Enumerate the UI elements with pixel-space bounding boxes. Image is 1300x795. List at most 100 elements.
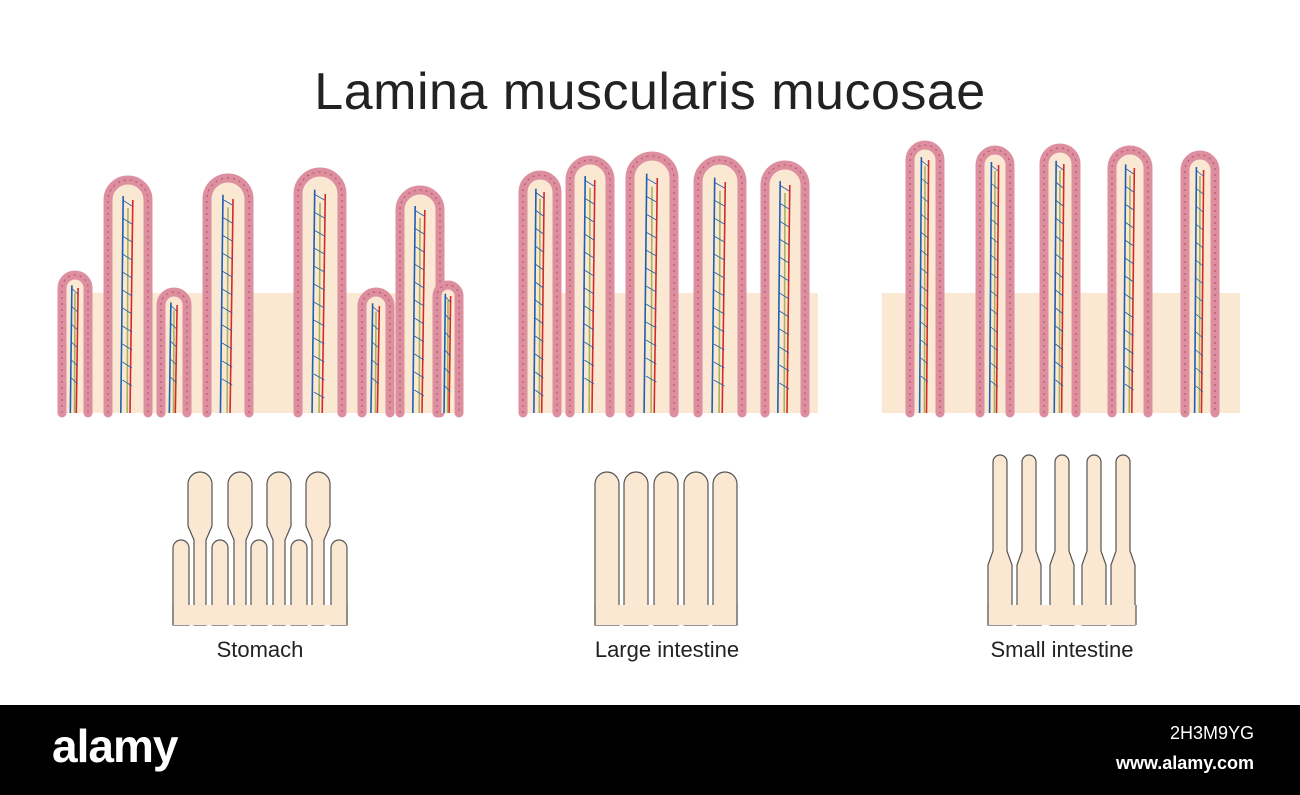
large-intestine-capillary bbox=[713, 343, 725, 351]
large-intestine-capillary bbox=[779, 328, 790, 336]
large-intestine-capillary bbox=[713, 379, 725, 387]
stomach-vein bbox=[168, 302, 172, 414]
large-intestine-capillary bbox=[645, 303, 657, 311]
large-intestine-artery bbox=[721, 181, 727, 414]
large-intestine-capillary bbox=[535, 353, 544, 361]
stomach-capillary bbox=[71, 305, 78, 313]
small-intestine-epithelial-cells bbox=[1184, 154, 1216, 413]
large-intestine-schematic-column bbox=[683, 471, 709, 626]
stomach-capillary bbox=[170, 358, 177, 366]
stomach-capillary bbox=[414, 353, 425, 361]
small-intestine-vein bbox=[1193, 166, 1198, 414]
small-intestine-capillary bbox=[1055, 199, 1064, 207]
large-intestine-schematic-column bbox=[712, 471, 738, 626]
large-intestine-capillary bbox=[713, 271, 725, 279]
small-intestine-capillary bbox=[1124, 329, 1134, 337]
small-intestine-schematic-column bbox=[987, 454, 1013, 626]
large-intestine-capillary bbox=[535, 245, 544, 253]
stomach-schematic-base bbox=[173, 605, 347, 625]
large-intestine-capillary bbox=[713, 235, 725, 243]
small-intestine-epithelium bbox=[1107, 145, 1153, 418]
small-intestine-artery bbox=[995, 164, 1000, 414]
small-intestine-capillary bbox=[1195, 385, 1204, 393]
small-intestine-capillary bbox=[1055, 163, 1064, 171]
large-intestine-capillary bbox=[779, 184, 790, 192]
stomach-schematic-column bbox=[290, 539, 308, 626]
small-intestine-capillary bbox=[990, 200, 999, 208]
small-intestine-artery bbox=[1060, 163, 1065, 414]
small-intestine-epithelial-cells bbox=[909, 144, 941, 413]
stomach-capillary bbox=[313, 265, 325, 273]
stomach-capillary bbox=[122, 325, 133, 333]
stomach-capillary bbox=[170, 376, 177, 384]
stomach-capillary bbox=[444, 349, 451, 357]
stomach-caption: Stomach bbox=[216, 637, 304, 662]
large-intestine-capillary bbox=[584, 233, 595, 241]
large-intestine-capillary bbox=[584, 197, 595, 205]
large-intestine-schematic bbox=[594, 471, 738, 626]
stomach-capillary bbox=[414, 335, 425, 343]
small-intestine-capillary bbox=[1195, 277, 1204, 285]
stomach-capillary bbox=[170, 340, 177, 348]
small-intestine-capillary bbox=[1055, 235, 1064, 243]
stomach-capillary bbox=[122, 199, 133, 207]
large-intestine-epithelial-cells bbox=[522, 174, 558, 413]
large-intestine-mucosa-illustration bbox=[518, 151, 818, 418]
stomach-capillary bbox=[221, 378, 233, 386]
small-intestine-capillary bbox=[990, 344, 999, 352]
small-intestine-vein bbox=[988, 161, 993, 414]
stomach-capillary bbox=[371, 323, 380, 331]
small-intestine-capillary bbox=[1124, 167, 1134, 175]
large-intestine-capillary bbox=[713, 199, 725, 207]
large-intestine-capillary bbox=[779, 310, 790, 318]
stomach-capillary bbox=[71, 341, 78, 349]
stomach-artery bbox=[75, 287, 79, 414]
small-intestine-lymph-vessel bbox=[1058, 170, 1061, 414]
small-intestine-capillary bbox=[1124, 311, 1134, 319]
small-intestine-capillary bbox=[1124, 203, 1134, 211]
stomach-artery bbox=[376, 305, 381, 414]
large-intestine-capillary bbox=[645, 195, 657, 203]
diagram-title: Lamina muscularis mucosae bbox=[314, 63, 986, 121]
large-intestine-epithelial-cells bbox=[764, 164, 806, 413]
large-intestine-vein bbox=[533, 188, 537, 414]
large-intestine-capillary bbox=[535, 371, 544, 379]
stomach-capillary bbox=[122, 343, 133, 351]
large-intestine-capillary bbox=[713, 361, 725, 369]
large-intestine-capillary bbox=[584, 359, 595, 367]
stomach-capillary bbox=[414, 317, 425, 325]
large-intestine-schematic-column bbox=[594, 471, 620, 626]
large-intestine-capillary bbox=[779, 274, 790, 282]
stomach-capillary bbox=[122, 289, 133, 297]
stomach-lymph-vessel bbox=[418, 217, 421, 414]
small-intestine-capillary bbox=[920, 339, 929, 347]
stomach-vein bbox=[370, 303, 374, 414]
large-intestine-capillary bbox=[645, 339, 657, 347]
stomach-capillary bbox=[221, 198, 233, 206]
small-intestine-artery bbox=[1200, 169, 1205, 414]
stomach-epithelial-cells bbox=[206, 177, 250, 413]
large-intestine-capillary bbox=[584, 323, 595, 331]
small-intestine-capillary bbox=[990, 182, 999, 190]
large-intestine-capillary bbox=[713, 253, 725, 261]
large-intestine-artery bbox=[591, 179, 596, 414]
small-intestine-capillary bbox=[1195, 187, 1204, 195]
large-intestine-capillary bbox=[584, 269, 595, 277]
stomach-capillary bbox=[371, 341, 380, 349]
stomach-capillary bbox=[444, 313, 451, 321]
small-intestine-capillary bbox=[920, 303, 929, 311]
stomach-capillary bbox=[313, 391, 325, 399]
small-intestine-schematic-column bbox=[1049, 454, 1075, 626]
stomach-capillary bbox=[221, 306, 233, 314]
small-intestine-capillary bbox=[920, 159, 929, 167]
stomach-capillary bbox=[122, 379, 133, 387]
large-intestine-capillary bbox=[779, 256, 790, 264]
stomach-schematic-column bbox=[305, 471, 331, 626]
small-intestine-capillary bbox=[920, 249, 929, 257]
large-intestine-capillary bbox=[779, 220, 790, 228]
small-intestine-capillary bbox=[1195, 367, 1204, 375]
large-intestine-capillary bbox=[645, 213, 657, 221]
stomach-schematic-column bbox=[172, 539, 190, 626]
stomach-epithelial-cells bbox=[61, 274, 89, 413]
small-intestine-capillary bbox=[1195, 169, 1204, 177]
